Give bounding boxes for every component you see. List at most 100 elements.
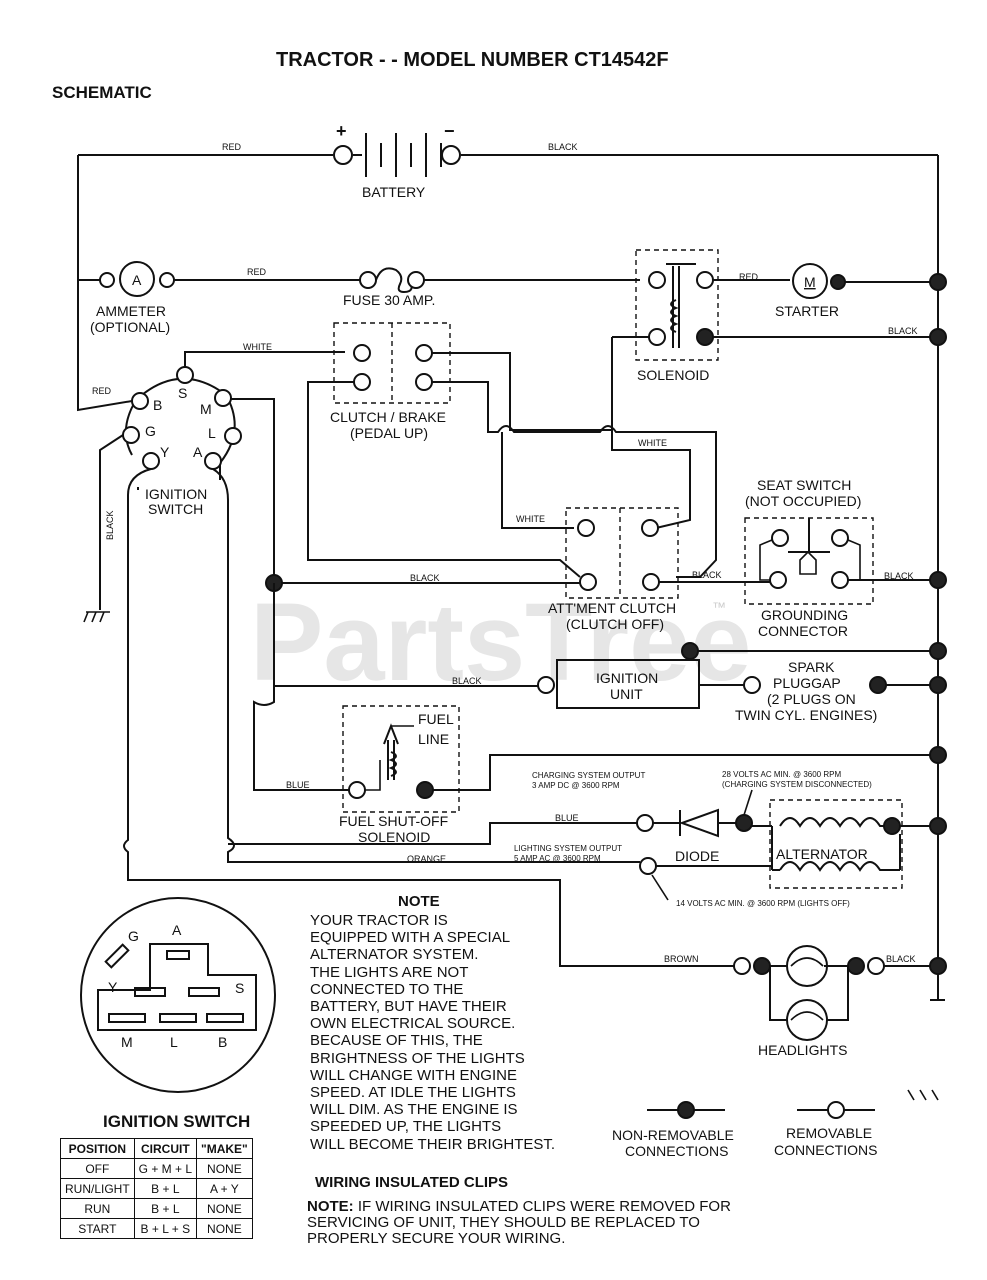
note-body: YOUR TRACTOR IS EQUIPPED WITH A SPECIAL … xyxy=(310,912,556,1153)
headlights-label: HEADLIGHTS xyxy=(758,1042,847,1058)
terminal-m xyxy=(214,389,232,407)
wire-label-black-5: BLACK xyxy=(692,570,722,580)
battery-label: BATTERY xyxy=(362,184,426,200)
fuel-line-label-2: LINE xyxy=(418,731,449,747)
solenoid: SOLENOID xyxy=(635,249,719,383)
ignition-table-title: IGNITION SWITCH xyxy=(103,1112,250,1131)
diode-label: DIODE xyxy=(675,848,719,864)
battery-plus: + xyxy=(336,121,347,141)
lighting-output-terminal xyxy=(639,857,657,875)
wire-label-black-2: BLACK xyxy=(888,326,918,336)
ignition-switch-label: IGNITION xyxy=(145,486,207,502)
detail-label-l: L xyxy=(170,1034,178,1050)
page-title: TRACTOR - - MODEL NUMBER CT14542F xyxy=(276,49,669,71)
battery: + − BATTERY xyxy=(78,121,938,200)
fuel-solenoid-label: FUEL SHUT-OFF xyxy=(339,813,448,829)
spark-sublabel-2: (2 PLUGS ON xyxy=(767,691,856,707)
fuse: FUSE 30 AMP. xyxy=(343,267,435,308)
lighting-output-label: LIGHTING SYSTEM OUTPUT xyxy=(514,844,622,853)
starter-label: STARTER xyxy=(775,303,839,319)
clips-note-text-1: IF WIRING INSULATED CLIPS WERE REMOVED F… xyxy=(354,1198,731,1215)
fuel-solenoid-label-2: SOLENOID xyxy=(358,829,430,845)
ammeter-label: AMMETER xyxy=(96,303,166,319)
wire-label-black-6: BLACK xyxy=(884,571,914,581)
detail-label-s: S xyxy=(235,980,244,996)
ground-node-3 xyxy=(929,571,947,589)
fuel-line-label: FUEL xyxy=(418,711,454,727)
ign-label-a: A xyxy=(193,444,203,460)
legend-removable: REMOVABLE CONNECTIONS xyxy=(774,1101,877,1158)
seat-switch-sublabel: (NOT OCCUPIED) xyxy=(745,493,861,509)
cell-circuit: B + L xyxy=(133,1198,198,1219)
table-row: START B + L + S NONE xyxy=(60,1218,253,1239)
headlights: HEADLIGHTS xyxy=(758,945,849,1058)
ign-label-m: M xyxy=(200,401,212,417)
table-header-row: POSITION CIRCUIT "MAKE" xyxy=(60,1138,253,1159)
battery-minus: − xyxy=(444,121,455,141)
wire-label-orange: ORANGE xyxy=(407,854,446,864)
wire-label-brown: BROWN xyxy=(664,954,699,964)
charging-output-label: CHARGING SYSTEM OUTPUT xyxy=(532,771,645,780)
legend-non-removable-label: NON-REMOVABLE xyxy=(612,1127,734,1143)
clutch-brake-label: CLUTCH / BRAKE xyxy=(330,409,446,425)
ground-node-5 xyxy=(929,676,947,694)
starter-motor: M STARTER xyxy=(775,263,846,319)
ignition-switch-table: POSITION CIRCUIT "MAKE" OFF G + M + L NO… xyxy=(60,1138,253,1239)
cell-make: NONE xyxy=(196,1198,253,1219)
wire-label-blue-1: BLUE xyxy=(286,780,310,790)
table-row: OFF G + M + L NONE xyxy=(60,1158,253,1179)
detail-label-b: B xyxy=(218,1034,227,1050)
seat-switch-label: SEAT SWITCH xyxy=(757,477,851,493)
starter-letter: M xyxy=(804,274,816,290)
clips-note-line-2: SERVICING OF UNIT, THEY SHOULD BE REPLAC… xyxy=(307,1214,700,1231)
alternator: ALTERNATOR xyxy=(769,799,903,889)
ignition-switch-detail: A G Y S M L B xyxy=(80,897,276,1093)
fuel-shutoff-solenoid: FUEL LINE FUEL SHUT-OFF SOLENOID xyxy=(339,705,460,845)
spark-sublabel-1: PLUGGAP xyxy=(773,675,841,691)
alternator-label: ALTERNATOR xyxy=(776,846,868,862)
ign-label-s: S xyxy=(178,385,187,401)
attment-clutch-sublabel: (CLUTCH OFF) xyxy=(566,616,664,632)
detail-label-g: G xyxy=(128,928,139,944)
col-position: POSITION xyxy=(60,1138,135,1159)
spark-sublabel-3: TWIN CYL. ENGINES) xyxy=(735,707,877,723)
cell-position: RUN/LIGHT xyxy=(60,1178,135,1199)
clips-note-line-3: PROPERLY SECURE YOUR WIRING. xyxy=(307,1230,565,1247)
watermark-tm: ™ xyxy=(712,599,726,615)
volts28-sublabel: (CHARGING SYSTEM DISCONNECTED) xyxy=(722,780,872,789)
wire-label-black-4: BLACK xyxy=(410,573,440,583)
wire-label-red-1: RED xyxy=(222,142,242,152)
ignition-switch: B S M G L Y A IGNITION SWITCH xyxy=(122,366,242,517)
legend-removable-sublabel: CONNECTIONS xyxy=(774,1142,877,1158)
section-label: SCHEMATIC xyxy=(52,83,152,102)
clips-heading: WIRING INSULATED CLIPS xyxy=(315,1174,508,1191)
seat-switch: SEAT SWITCH (NOT OCCUPIED) GROUNDING CON… xyxy=(744,477,874,639)
solenoid-label: SOLENOID xyxy=(637,367,709,383)
ign-label-y: Y xyxy=(160,444,170,460)
col-make: "MAKE" xyxy=(196,1138,253,1159)
attachment-clutch-switch: ATT'MENT CLUTCH (CLUTCH OFF) xyxy=(548,507,679,632)
wire-label-red-4: RED xyxy=(92,386,112,396)
wire-label-blue-2: BLUE xyxy=(555,813,579,823)
ground-node-7 xyxy=(929,817,947,835)
ammeter-letter: A xyxy=(132,272,142,288)
ignition-switch-label-2: SWITCH xyxy=(148,501,203,517)
diode: DIODE xyxy=(653,808,736,864)
spark-label: SPARK xyxy=(788,659,835,675)
clutch-brake-sublabel: (PEDAL UP) xyxy=(350,425,428,441)
ground-node-4 xyxy=(929,642,947,660)
note-heading: NOTE xyxy=(398,893,440,910)
ground-symbol-left xyxy=(83,611,110,623)
detail-label-y: Y xyxy=(108,979,118,995)
ignition-unit: IGNITION UNIT xyxy=(556,659,700,709)
charging-output-sublabel: 3 AMP DC @ 3600 RPM xyxy=(532,781,620,790)
cell-circuit: G + M + L xyxy=(133,1158,198,1179)
terminal-s xyxy=(176,366,194,384)
cell-make: NONE xyxy=(196,1218,253,1239)
ignition-ground-node xyxy=(681,642,699,660)
detail-label-m: M xyxy=(121,1034,133,1050)
volts14-label: 14 VOLTS AC MIN. @ 3600 RPM (LIGHTS OFF) xyxy=(676,899,850,908)
grounding-label: GROUNDING xyxy=(761,607,848,623)
cell-position: RUN xyxy=(60,1198,135,1219)
